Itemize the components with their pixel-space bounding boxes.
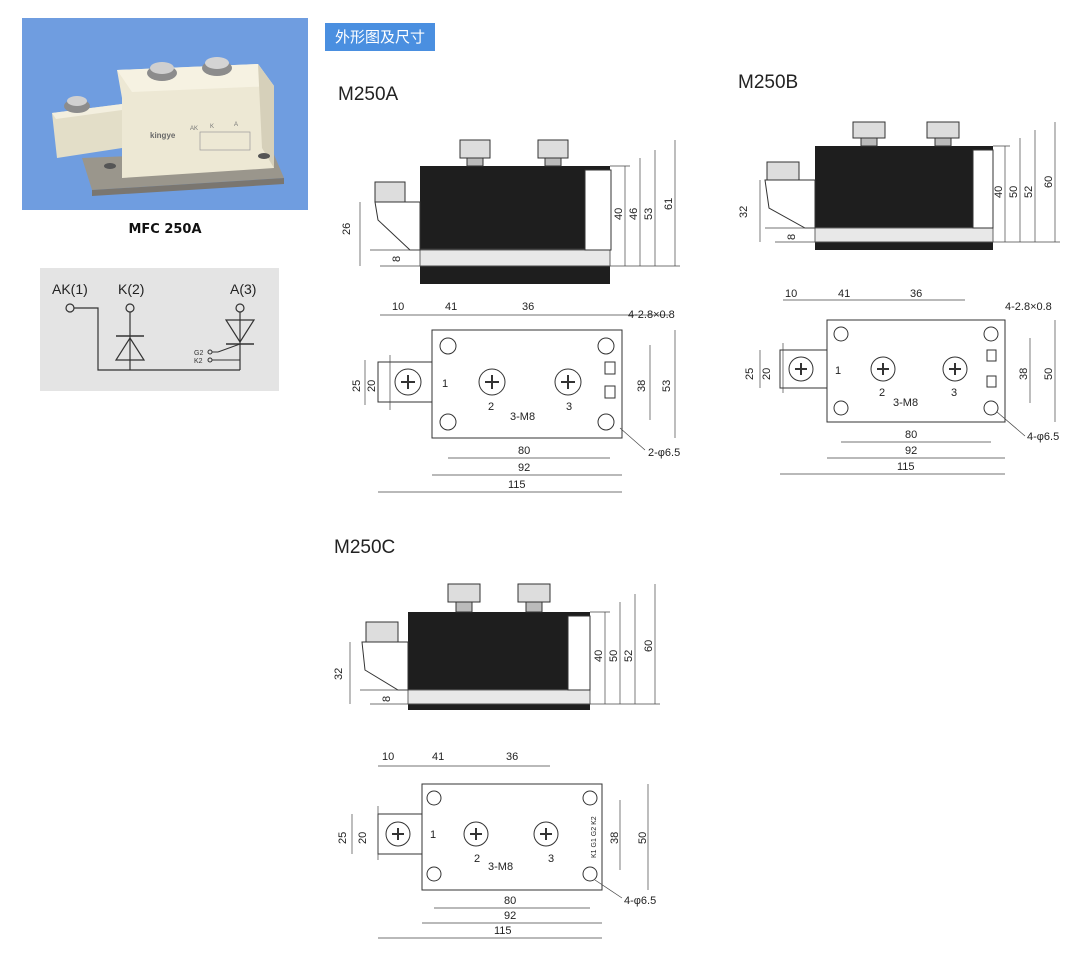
- drawing-title: M250B: [738, 72, 799, 93]
- terminal-number: 3: [951, 387, 957, 399]
- dim-label: 52: [623, 650, 635, 662]
- product-caption: MFC 250A: [128, 222, 202, 237]
- dim-label: 8: [391, 256, 403, 262]
- dim-label: 46: [628, 208, 640, 220]
- dim-label: 40: [593, 650, 605, 662]
- dim-label: 60: [643, 640, 655, 652]
- drawing-m250c: 32 8 40 50 52 60 K1 G1 G2 K2 10 41 36 25…: [333, 583, 660, 939]
- circuit-schematic: AK(1) K(2) A(3) G2 K2: [40, 268, 279, 391]
- thyristor-icon: [212, 319, 256, 353]
- dim-label: 92: [905, 445, 917, 457]
- dim-label: 92: [518, 462, 530, 474]
- dim-label: 38: [636, 380, 648, 392]
- dim-label: 25: [337, 832, 349, 844]
- dim-label: 10: [382, 751, 394, 763]
- terminal-number: 2: [474, 853, 480, 865]
- dim-label: 20: [357, 832, 369, 844]
- screw-icon: [788, 356, 968, 382]
- drawing-m250b: 32 8 40 50 52 60 10 41 36 25 20 38 50 80…: [738, 121, 1060, 475]
- photo-terminal-label: K: [210, 124, 214, 130]
- schematic-label: A(3): [230, 281, 256, 297]
- dim-label: 8: [786, 234, 798, 240]
- dim-label: 38: [609, 832, 621, 844]
- hole-spec: 4-φ6.5: [1027, 431, 1059, 443]
- hole-spec: 4-φ6.5: [624, 895, 656, 907]
- dim-label: 10: [392, 301, 404, 313]
- brand-label: kingye: [150, 131, 176, 140]
- terminal-number: 2: [488, 401, 494, 413]
- dim-label: 36: [522, 301, 534, 313]
- section-banner: 外形图及尺寸: [325, 23, 436, 51]
- dim-label: 41: [432, 751, 444, 763]
- dim-label: 25: [744, 368, 756, 380]
- dim-label: 36: [910, 288, 922, 300]
- dim-label: 41: [838, 288, 850, 300]
- tab-spec: 4-2.8×0.8: [1005, 301, 1052, 313]
- terminal-number: 2: [879, 387, 885, 399]
- screw-spec: 3-M8: [510, 411, 535, 423]
- dim-label: 53: [661, 380, 673, 392]
- dim-label: 32: [333, 668, 345, 680]
- dim-label: 92: [504, 910, 516, 922]
- dim-label: 8: [381, 696, 393, 702]
- screw-icon: [394, 368, 582, 396]
- product-photo: kingye AK K A: [22, 18, 308, 210]
- dim-label: 50: [1043, 368, 1055, 380]
- dim-label: 80: [504, 895, 516, 907]
- dim-label: 50: [1008, 186, 1020, 198]
- dim-label: 40: [993, 186, 1005, 198]
- dim-label: 26: [341, 223, 353, 235]
- diode-icon: [114, 335, 146, 361]
- screw-spec: 3-M8: [488, 861, 513, 873]
- dim-label: 52: [1023, 186, 1035, 198]
- dim-label: 53: [643, 208, 655, 220]
- gate-label: G2: [194, 350, 203, 357]
- terminal-number: 1: [430, 829, 436, 841]
- drawing-title: M250A: [338, 84, 399, 105]
- dim-label: 115: [508, 479, 526, 491]
- terminal-number: 3: [548, 853, 554, 865]
- tab-spec: 4-2.8×0.8: [628, 309, 675, 321]
- pin-labels: K1 G1 G2 K2: [591, 816, 598, 858]
- dim-label: 32: [738, 206, 750, 218]
- dim-label: 20: [366, 380, 378, 392]
- schematic-label: K(2): [118, 281, 144, 297]
- screw-icon: [64, 57, 232, 113]
- dim-label: 20: [761, 368, 773, 380]
- photo-terminal-label: A: [234, 122, 238, 128]
- drawing-m250a: 26 8 40 46 53 61 10 41 36 25 20 38 53 80…: [341, 139, 680, 493]
- dim-label: 50: [637, 832, 649, 844]
- terminal-number: 1: [835, 365, 841, 377]
- terminal-number: 1: [442, 378, 448, 390]
- dim-label: 36: [506, 751, 518, 763]
- dim-label: 80: [518, 445, 530, 457]
- dim-label: 40: [613, 208, 625, 220]
- dim-label: 60: [1043, 176, 1055, 188]
- dim-label: 115: [897, 461, 915, 473]
- screw-spec: 3-M8: [893, 397, 918, 409]
- dim-label: 61: [663, 198, 675, 210]
- schematic-label: AK(1): [52, 281, 88, 297]
- dim-label: 25: [351, 380, 363, 392]
- dim-label: 38: [1018, 368, 1030, 380]
- gate-label: K2: [194, 358, 203, 365]
- photo-terminal-label: AK: [190, 126, 198, 132]
- dim-label: 115: [494, 925, 512, 937]
- screw-icon: [385, 821, 559, 847]
- dim-label: 10: [785, 288, 797, 300]
- dim-label: 50: [608, 650, 620, 662]
- dim-label: 80: [905, 429, 917, 441]
- dim-label: 41: [445, 301, 457, 313]
- terminal-number: 3: [566, 401, 572, 413]
- hole-spec: 2-φ6.5: [648, 447, 680, 459]
- drawing-title: M250C: [334, 537, 396, 558]
